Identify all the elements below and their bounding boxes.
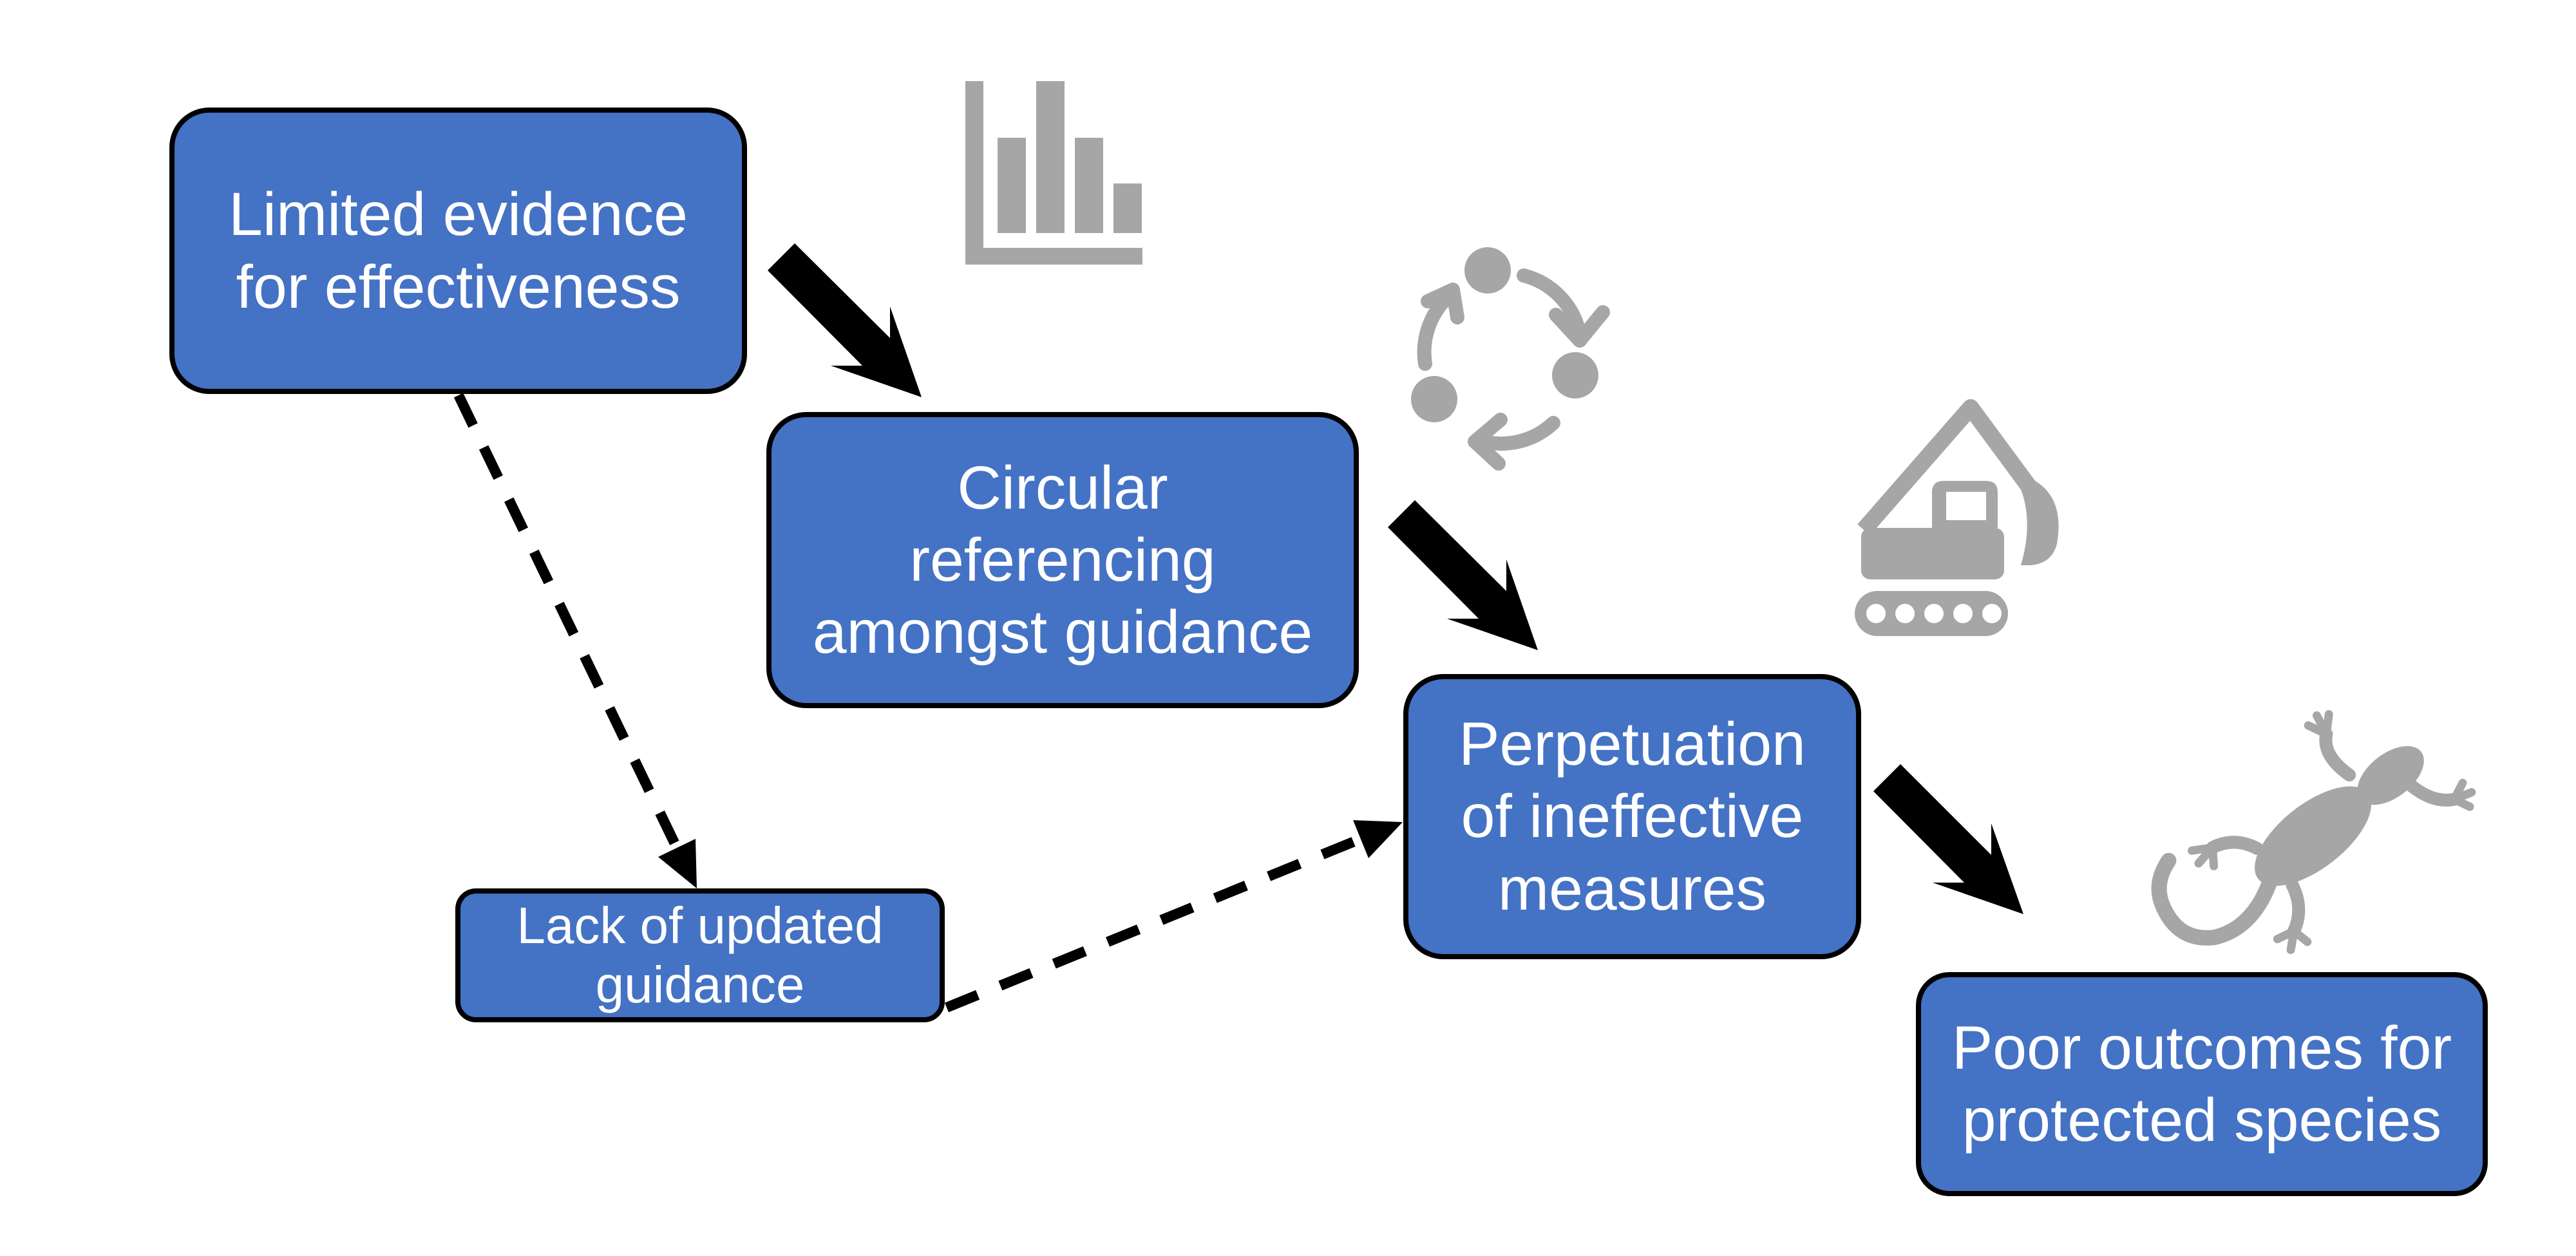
cycle-arrowhead xyxy=(1549,305,1610,348)
excavator-boom xyxy=(1857,399,2036,536)
node-circular-referencing: Circular referencing amongst guidance xyxy=(766,412,1359,708)
dashed-line xyxy=(944,834,1363,1013)
dashed-arrow-guidance-to-perpetuation xyxy=(944,820,1403,1013)
excavator-bucket xyxy=(2017,476,2059,565)
block-arrow-shape xyxy=(1388,500,1538,650)
block-arrow-shape xyxy=(1873,764,2023,914)
node-limited-evidence: Limited evidence for effectiveness xyxy=(169,108,747,394)
lizard-icon xyxy=(2151,709,2476,954)
lizard-toes xyxy=(2188,709,2476,954)
arrowhead xyxy=(658,839,697,888)
excavator-window xyxy=(1946,492,1986,520)
block-arrow-1 xyxy=(768,243,922,397)
lizard-head xyxy=(2357,745,2424,805)
cycle-arc xyxy=(1517,268,1586,339)
excavator-body xyxy=(1861,528,2004,579)
dashed-arrow-evidence-to-guidance xyxy=(453,393,697,888)
excavator-track-holes xyxy=(1866,604,2002,623)
cycle-arrowhead xyxy=(1421,283,1464,324)
node-perpetuation: Perpetuation of ineffective measures xyxy=(1403,674,1861,959)
chart-bar xyxy=(1113,183,1142,233)
block-arrow-2 xyxy=(1388,500,1538,650)
block-arrow-3 xyxy=(1873,764,2023,914)
chart-bar xyxy=(1036,81,1065,233)
chart-bar xyxy=(1075,138,1103,233)
cycle-icon xyxy=(1411,247,1610,471)
cycle-arrowhead xyxy=(1468,413,1508,471)
chart-bar xyxy=(998,138,1026,233)
arrowhead xyxy=(1353,820,1403,858)
lizard-tail xyxy=(2151,852,2278,946)
chart-axis xyxy=(965,81,1142,265)
cycle-dot xyxy=(1411,376,1457,422)
cycle-dot xyxy=(1552,352,1598,398)
block-arrow-shape xyxy=(768,243,922,397)
bar-chart-icon xyxy=(965,81,1142,265)
dashed-line xyxy=(453,393,682,850)
cycle-arc xyxy=(1472,416,1560,451)
cycle-dot xyxy=(1464,247,1511,294)
node-poor-outcomes: Poor outcomes for protected species xyxy=(1916,972,2488,1196)
node-lack-of-guidance: Lack of updated guidance xyxy=(455,888,945,1022)
excavator-icon xyxy=(1855,399,2059,636)
